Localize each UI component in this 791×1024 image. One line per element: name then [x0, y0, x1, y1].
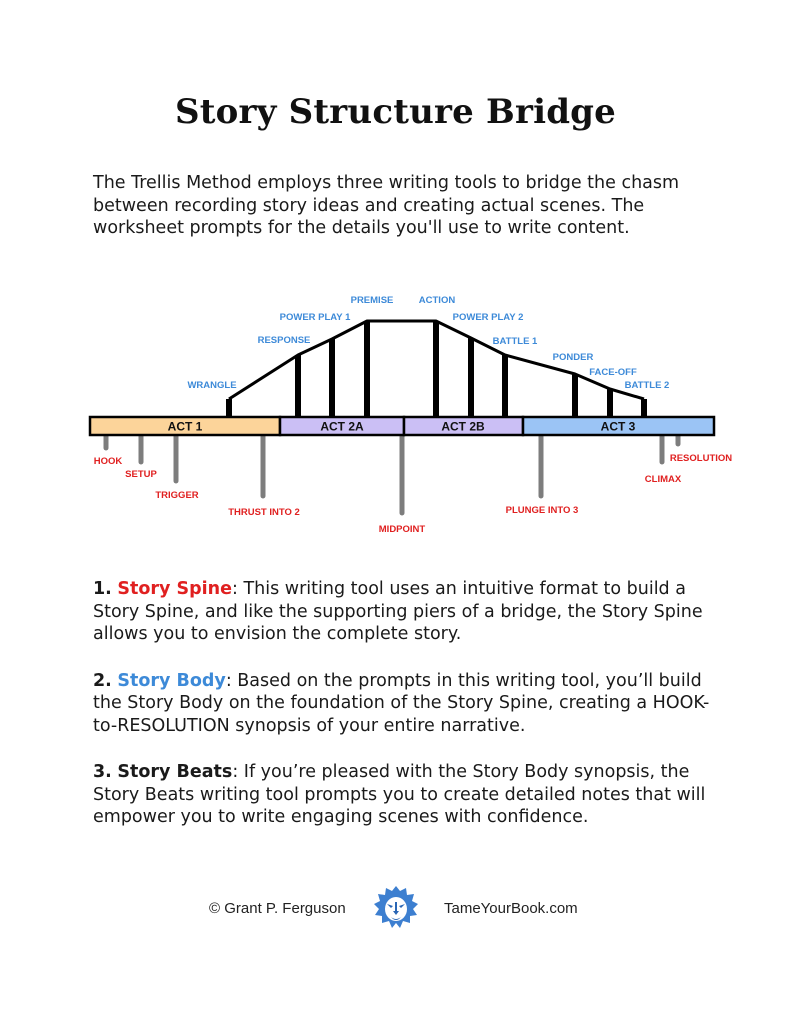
tool-description: : If you’re pleased with the Story Body …: [93, 762, 706, 827]
lower-beat-labels: HOOK SETUP TRIGGER THRUST INTO 2 MIDPOIN…: [94, 453, 733, 535]
footer: © Grant P. Ferguson TameYourBook.com: [0, 880, 791, 936]
tool-name-story-beats: Story Beats: [117, 762, 233, 782]
story-bridge-diagram: ACT 1 ACT 2A ACT 2B ACT 3 WRANGLE RESPON…: [88, 295, 733, 535]
act-1-label: ACT 1: [168, 420, 203, 434]
beat-label-thrust-into-2: THRUST INTO 2: [228, 507, 300, 518]
beat-label-hook: HOOK: [94, 456, 123, 467]
tool-name-story-body: Story Body: [117, 670, 226, 691]
lion-head-icon: [374, 886, 418, 928]
beat-label-plunge-into-3: PLUNGE INTO 3: [506, 505, 579, 516]
act-bar: ACT 1 ACT 2A ACT 2B ACT 3: [88, 415, 716, 437]
website-link[interactable]: TameYourBook.com: [444, 900, 578, 917]
writing-tools-list: 1. Story Spine: This writing tool uses a…: [93, 578, 723, 853]
beat-label-face-off: FACE-OFF: [589, 367, 637, 378]
upper-beat-labels: WRANGLE RESPONSE POWER PLAY 1 PREMISE AC…: [187, 295, 669, 391]
beat-label-setup: SETUP: [125, 469, 157, 480]
tool-name-story-spine: Story Spine: [117, 579, 232, 599]
beat-label-response: RESPONSE: [258, 335, 311, 346]
beat-label-ponder: PONDER: [553, 352, 594, 363]
intro-paragraph: The Trellis Method employs three writing…: [93, 173, 680, 238]
bridge-arch-line: [228, 319, 645, 401]
tool-number: 3.: [93, 762, 112, 782]
tool-item-story-spine: 1. Story Spine: This writing tool uses a…: [93, 578, 723, 646]
act-3-segment: [521, 415, 716, 437]
act-2a-label: ACT 2A: [320, 420, 364, 434]
lower-piers: [103, 433, 681, 516]
beat-label-resolution: RESOLUTION: [670, 453, 732, 464]
beat-label-midpoint: MIDPOINT: [379, 524, 426, 535]
tool-description: : Based on the prompts in this writing t…: [93, 670, 710, 736]
tool-item-story-beats: 3. Story Beats: If you’re pleased with t…: [93, 761, 723, 829]
upper-piers: [226, 321, 647, 418]
act-3-label: ACT 3: [601, 420, 636, 434]
tool-number: 1.: [93, 579, 112, 599]
beat-label-premise: PREMISE: [351, 295, 394, 306]
beat-label-battle-1: BATTLE 1: [493, 336, 538, 347]
beat-label-battle-2: BATTLE 2: [625, 380, 670, 391]
beat-label-wrangle: WRANGLE: [187, 380, 236, 391]
beat-label-power-play-1: POWER PLAY 1: [280, 312, 351, 323]
beat-label-action: ACTION: [419, 295, 456, 306]
beat-label-trigger: TRIGGER: [155, 490, 198, 501]
page-title: Story Structure Bridge: [175, 92, 616, 132]
tool-description: : This writing tool uses an intuitive fo…: [93, 579, 703, 644]
copyright-text: © Grant P. Ferguson: [209, 900, 346, 917]
tool-item-story-body: 2. Story Body: Based on the prompts in t…: [93, 670, 723, 738]
beat-label-power-play-2: POWER PLAY 2: [453, 312, 524, 323]
tool-number: 2.: [93, 670, 112, 691]
beat-label-climax: CLIMAX: [645, 474, 682, 485]
act-2b-label: ACT 2B: [441, 420, 485, 434]
